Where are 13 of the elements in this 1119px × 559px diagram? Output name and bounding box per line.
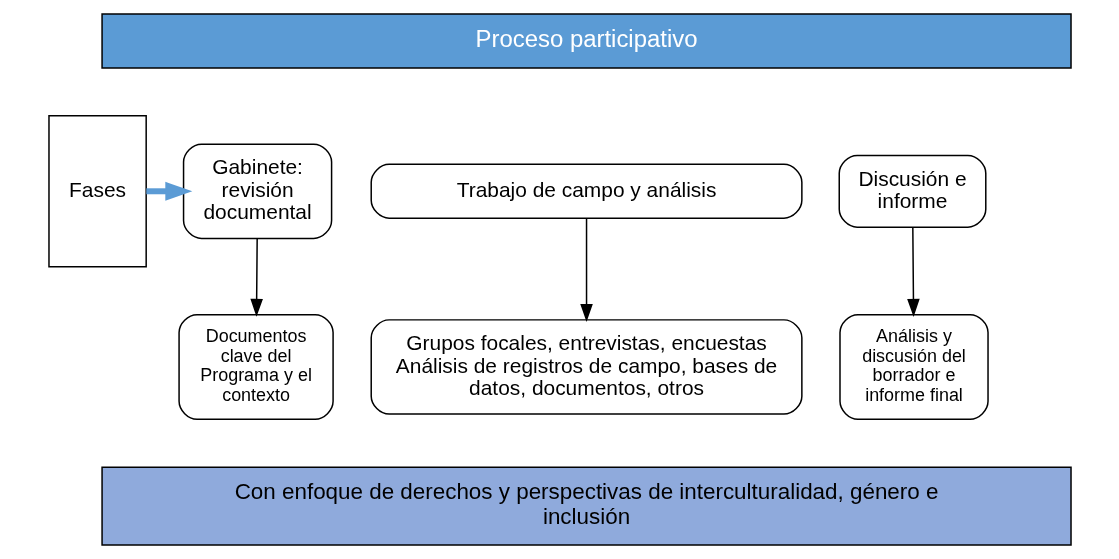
node-box: Gabinete: revisión documental: [182, 143, 332, 240]
node-box: Grupos focales, entrevistas, encuestas Análisis de registros de campo, bases de datos, documentos, otros: [369, 319, 803, 415]
arrow: [249, 237, 263, 317]
node-box: Trabajo de campo y análisis: [369, 163, 803, 219]
node-box: Discusión e informe: [838, 154, 987, 228]
arrow: [145, 181, 192, 201]
node-box: Fases: [47, 115, 147, 268]
arrow: [579, 217, 593, 322]
arrow: [906, 226, 920, 317]
node-box: Análisis y discusión del borrador e informe final: [838, 313, 989, 421]
node-box: Proceso participativo: [100, 13, 1072, 69]
node-box: Documentos clave del Programa y el contexto: [177, 313, 334, 421]
node-box: Con enfoque de derechos y perspectivas de interculturalidad, género e inclusión: [100, 466, 1072, 546]
